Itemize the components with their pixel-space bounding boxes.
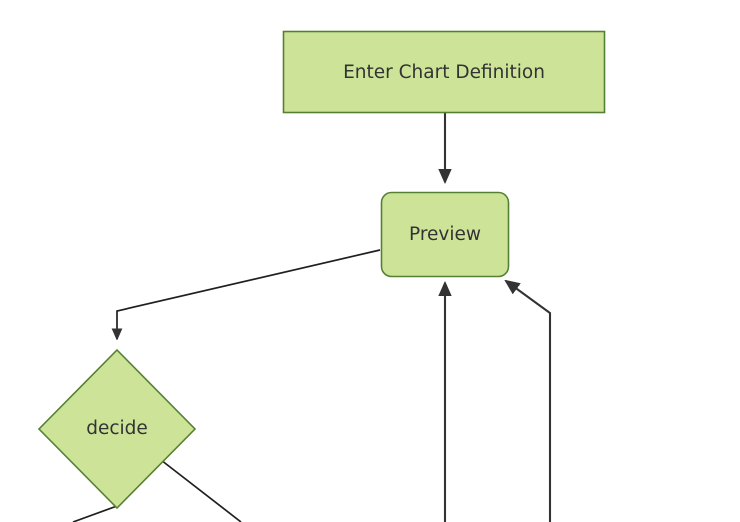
node-preview-label: Preview (409, 224, 481, 245)
edge-bottom-right-to-preview (506, 281, 552, 522)
edge-decide-bottom-left (72, 505, 118, 522)
nodes-layer: Enter Chart Definition Preview decide (37, 30, 606, 510)
edge-decide-bottom-right (160, 459, 242, 522)
node-enter-chart-definition[interactable]: Enter Chart Definition (282, 30, 606, 114)
node-decide-label: decide (86, 418, 148, 439)
node-preview-shape[interactable] (380, 191, 510, 278)
edges-layer (72, 113, 552, 522)
edge-preview-to-decide (117, 249, 381, 339)
node-preview[interactable]: Preview (380, 191, 510, 278)
node-decide-shape[interactable] (37, 348, 197, 510)
node-enter-chart-definition-shape[interactable] (282, 30, 606, 114)
node-enter-chart-definition-label: Enter Chart Definition (343, 62, 545, 83)
node-decide[interactable]: decide (37, 348, 197, 510)
